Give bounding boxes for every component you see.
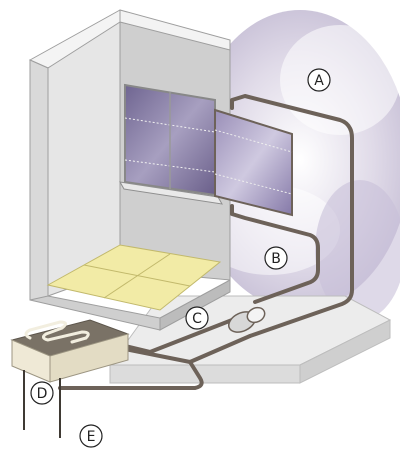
window bbox=[119, 83, 223, 205]
label-a: A bbox=[307, 68, 331, 92]
svg-text:B: B bbox=[271, 251, 281, 267]
ground-slab bbox=[109, 295, 392, 384]
svg-text:D: D bbox=[37, 386, 48, 402]
pump-valve bbox=[228, 306, 266, 333]
label-d: D bbox=[30, 381, 54, 405]
svg-text:C: C bbox=[192, 311, 202, 327]
storage-tank bbox=[10, 319, 130, 438]
sky-background bbox=[190, 10, 400, 320]
label-b: B bbox=[264, 246, 288, 270]
label-e: E bbox=[79, 424, 103, 448]
svg-text:A: A bbox=[314, 73, 324, 89]
solar-collector bbox=[214, 108, 293, 217]
svg-text:E: E bbox=[87, 429, 96, 445]
floor-tiles bbox=[46, 244, 222, 311]
label-c: C bbox=[185, 306, 209, 330]
